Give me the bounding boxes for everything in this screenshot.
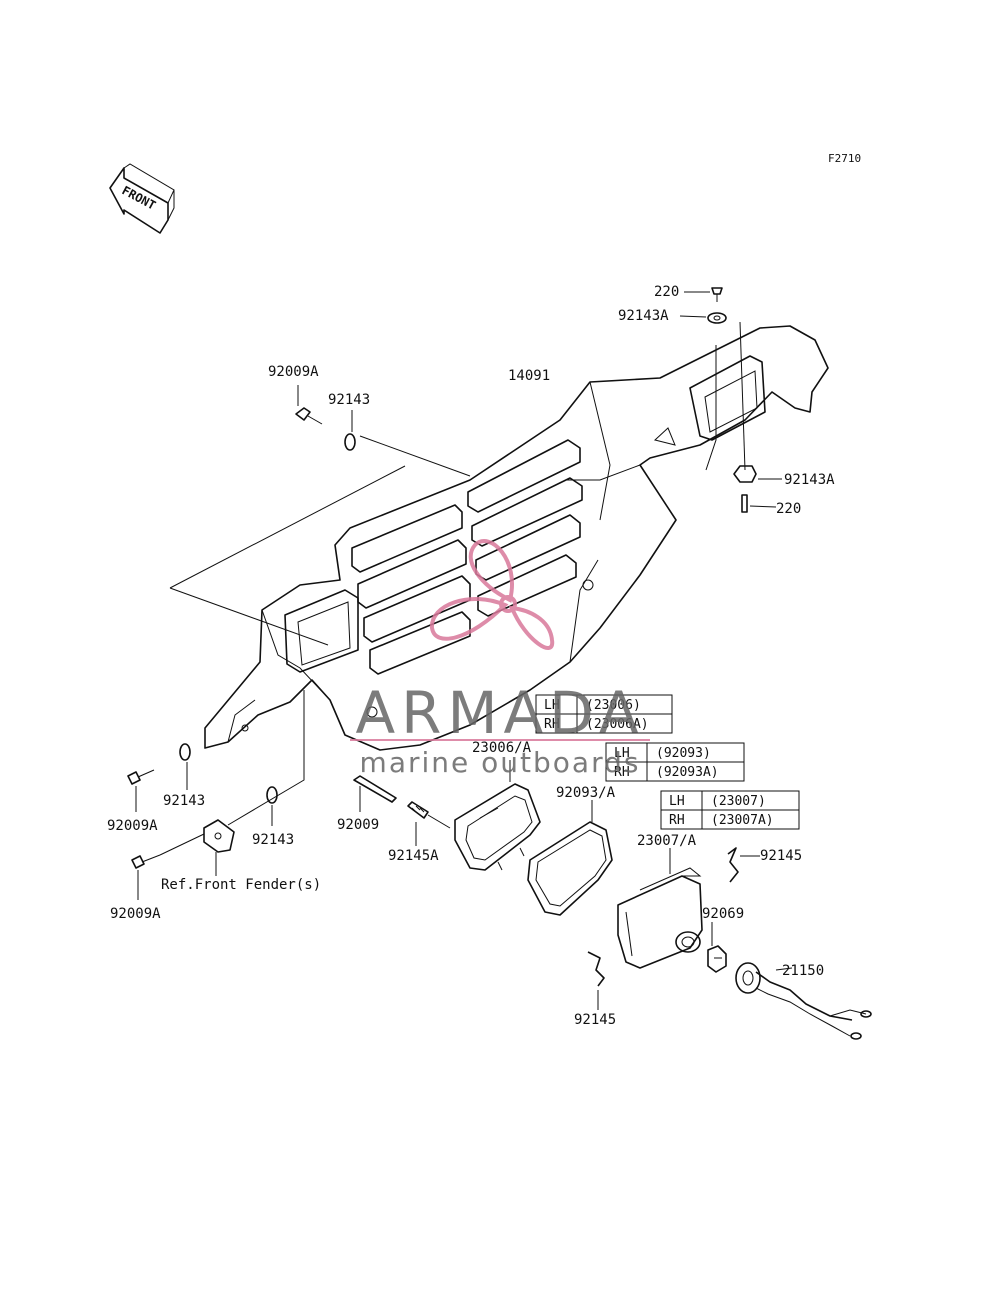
socket-harness-21150 [735, 962, 872, 1040]
spring-92145A [407, 801, 451, 846]
part-label-23007A: 23007/A [637, 833, 697, 849]
part-label-92009A-left: 92009A [107, 818, 158, 834]
bolt-92009 [353, 775, 397, 812]
headlight-unit-23007A [617, 848, 703, 969]
table-cell-part: (23006A) [586, 717, 649, 732]
screw-220-top [684, 287, 723, 302]
armada-watermark: ARMADA marine outboards [350, 539, 650, 779]
part-label-92143-top: 92143 [328, 392, 370, 408]
front-arrow-icon: FRONT [109, 163, 175, 234]
side-table-23007: LH (23007) RH (23007A) [660, 790, 800, 830]
part-label-92093A: 92093/A [556, 785, 616, 801]
watermark-tagline: marine outboards [360, 746, 641, 779]
part-label-14091: 14091 [508, 368, 550, 384]
washer-92143-mid [266, 786, 278, 826]
ref-front-fender-label: Ref.Front Fender(s) [161, 877, 321, 893]
bolt-92009A-bottom [131, 833, 205, 900]
table-cell-part: (92093A) [656, 765, 719, 780]
part-label-92009A-top: 92009A [268, 364, 319, 380]
part-label-220-right: 220 [776, 501, 801, 517]
washer-92143-left [179, 743, 191, 790]
side-table-92093: LH (92093) RH (92093A) [605, 742, 745, 782]
table-cell-part: (23006) [586, 698, 641, 713]
part-label-92145A: 92145A [388, 848, 439, 864]
gasket-92093A [527, 800, 613, 916]
spring-92145-right [727, 847, 760, 883]
part-label-92009A-bottom: 92009A [110, 906, 161, 922]
bracket-ref-front-fender [203, 819, 235, 876]
part-label-92143A-right: 92143A [784, 472, 835, 488]
spring-92145-bottom [587, 951, 605, 1010]
screw-220-right [741, 494, 777, 513]
part-label-92009: 92009 [337, 817, 379, 833]
part-label-92143-left: 92143 [163, 793, 205, 809]
headlight-rim-23006A [454, 760, 541, 871]
part-label-21150: 21150 [782, 963, 824, 979]
table-cell-part: (23007) [711, 794, 766, 809]
table-cell-side: LH [544, 698, 560, 713]
propeller-logo-icon [430, 539, 555, 650]
part-label-92069: 92069 [702, 906, 744, 922]
part-label-92145-right: 92145 [760, 848, 802, 864]
bolt-92009A-left [127, 769, 155, 812]
part-label-23006A: 23006/A [472, 740, 532, 756]
watermark-brand: ARMADA [355, 679, 644, 747]
table-cell-side: RH [544, 717, 560, 732]
figure-code: F2710 [828, 152, 861, 165]
front-label: FRONT [120, 183, 158, 212]
bolt-92009A-top [295, 385, 323, 425]
bulb-92069 [707, 922, 727, 973]
part-label-92145-bottom: 92145 [574, 1012, 616, 1028]
table-cell-side: LH [669, 794, 685, 809]
table-cell-part: (23007A) [711, 813, 774, 828]
table-cell-side: LH [614, 746, 630, 761]
washer-92143-top [344, 410, 356, 451]
washer-92143A-top [679, 312, 727, 324]
part-label-92143A-top: 92143A [618, 308, 669, 324]
table-cell-side: RH [614, 765, 630, 780]
nut-92143A-right [733, 465, 782, 483]
table-cell-side: RH [669, 813, 685, 828]
side-table-23006: LH (23006) RH (23006A) [535, 694, 673, 734]
part-label-220-top: 220 [654, 284, 679, 300]
part-label-92143-mid: 92143 [252, 832, 294, 848]
front-cover-14091 [169, 321, 829, 826]
table-cell-part: (92093) [656, 746, 711, 761]
